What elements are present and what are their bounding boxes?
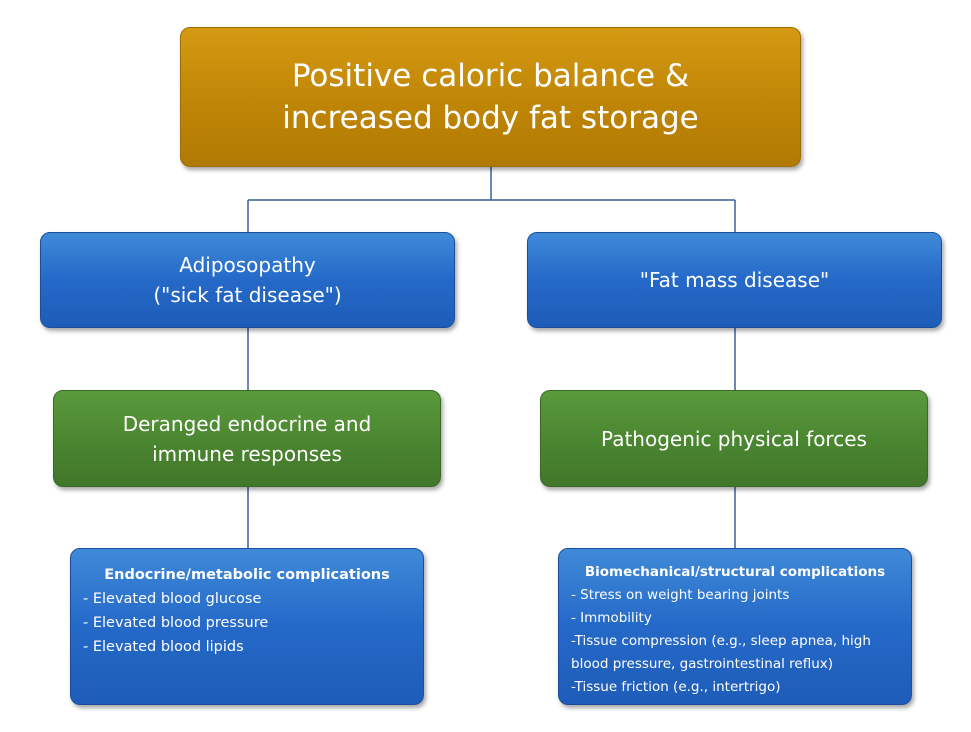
endocrine-complications-box: Endocrine/metabolic complications - Elev… (70, 548, 424, 705)
complication-item: - Elevated blood lipids (83, 639, 244, 655)
complication-item: - Stress on weight bearing joints (571, 587, 790, 603)
biomechanical-complications-box: Biomechanical/structural complications -… (558, 548, 912, 705)
deranged-responses-line2: immune responses (152, 441, 342, 466)
pathogenic-forces-label: Pathogenic physical forces (601, 426, 867, 451)
biomechanical-complications-title: Biomechanical/structural complications (584, 564, 886, 580)
complication-item: blood pressure, gastrointestinal reflux) (571, 656, 834, 672)
adiposopathy-line2: ("sick fat disease") (153, 283, 342, 307)
positive-caloric-balance-box: Positive caloric balance & increased bod… (180, 27, 801, 167)
complication-item: -Tissue friction (e.g., intertrigo) (571, 679, 781, 695)
pathogenic-forces-box: Pathogenic physical forces (540, 390, 928, 487)
fat-mass-disease-label: "Fat mass disease" (639, 268, 830, 292)
adiposopathy-line1: Adiposopathy (179, 253, 316, 277)
complication-item: - Elevated blood pressure (83, 615, 269, 631)
endocrine-complications-title: Endocrine/metabolic complications (104, 567, 390, 583)
top-box-line1: Positive caloric balance & (291, 58, 690, 94)
deranged-responses-line1: Deranged endocrine and (122, 411, 372, 436)
complication-item: -Tissue compression (e.g., sleep apnea, … (571, 633, 871, 649)
fat-mass-disease-box: "Fat mass disease" (527, 232, 942, 328)
complication-item: - Immobility (571, 610, 652, 626)
top-box-line2: increased body fat storage (282, 100, 699, 136)
complication-item: - Elevated blood glucose (83, 591, 262, 607)
adiposopathy-box: Adiposopathy ("sick fat disease") (40, 232, 455, 328)
deranged-responses-box: Deranged endocrine and immune responses (53, 390, 441, 487)
